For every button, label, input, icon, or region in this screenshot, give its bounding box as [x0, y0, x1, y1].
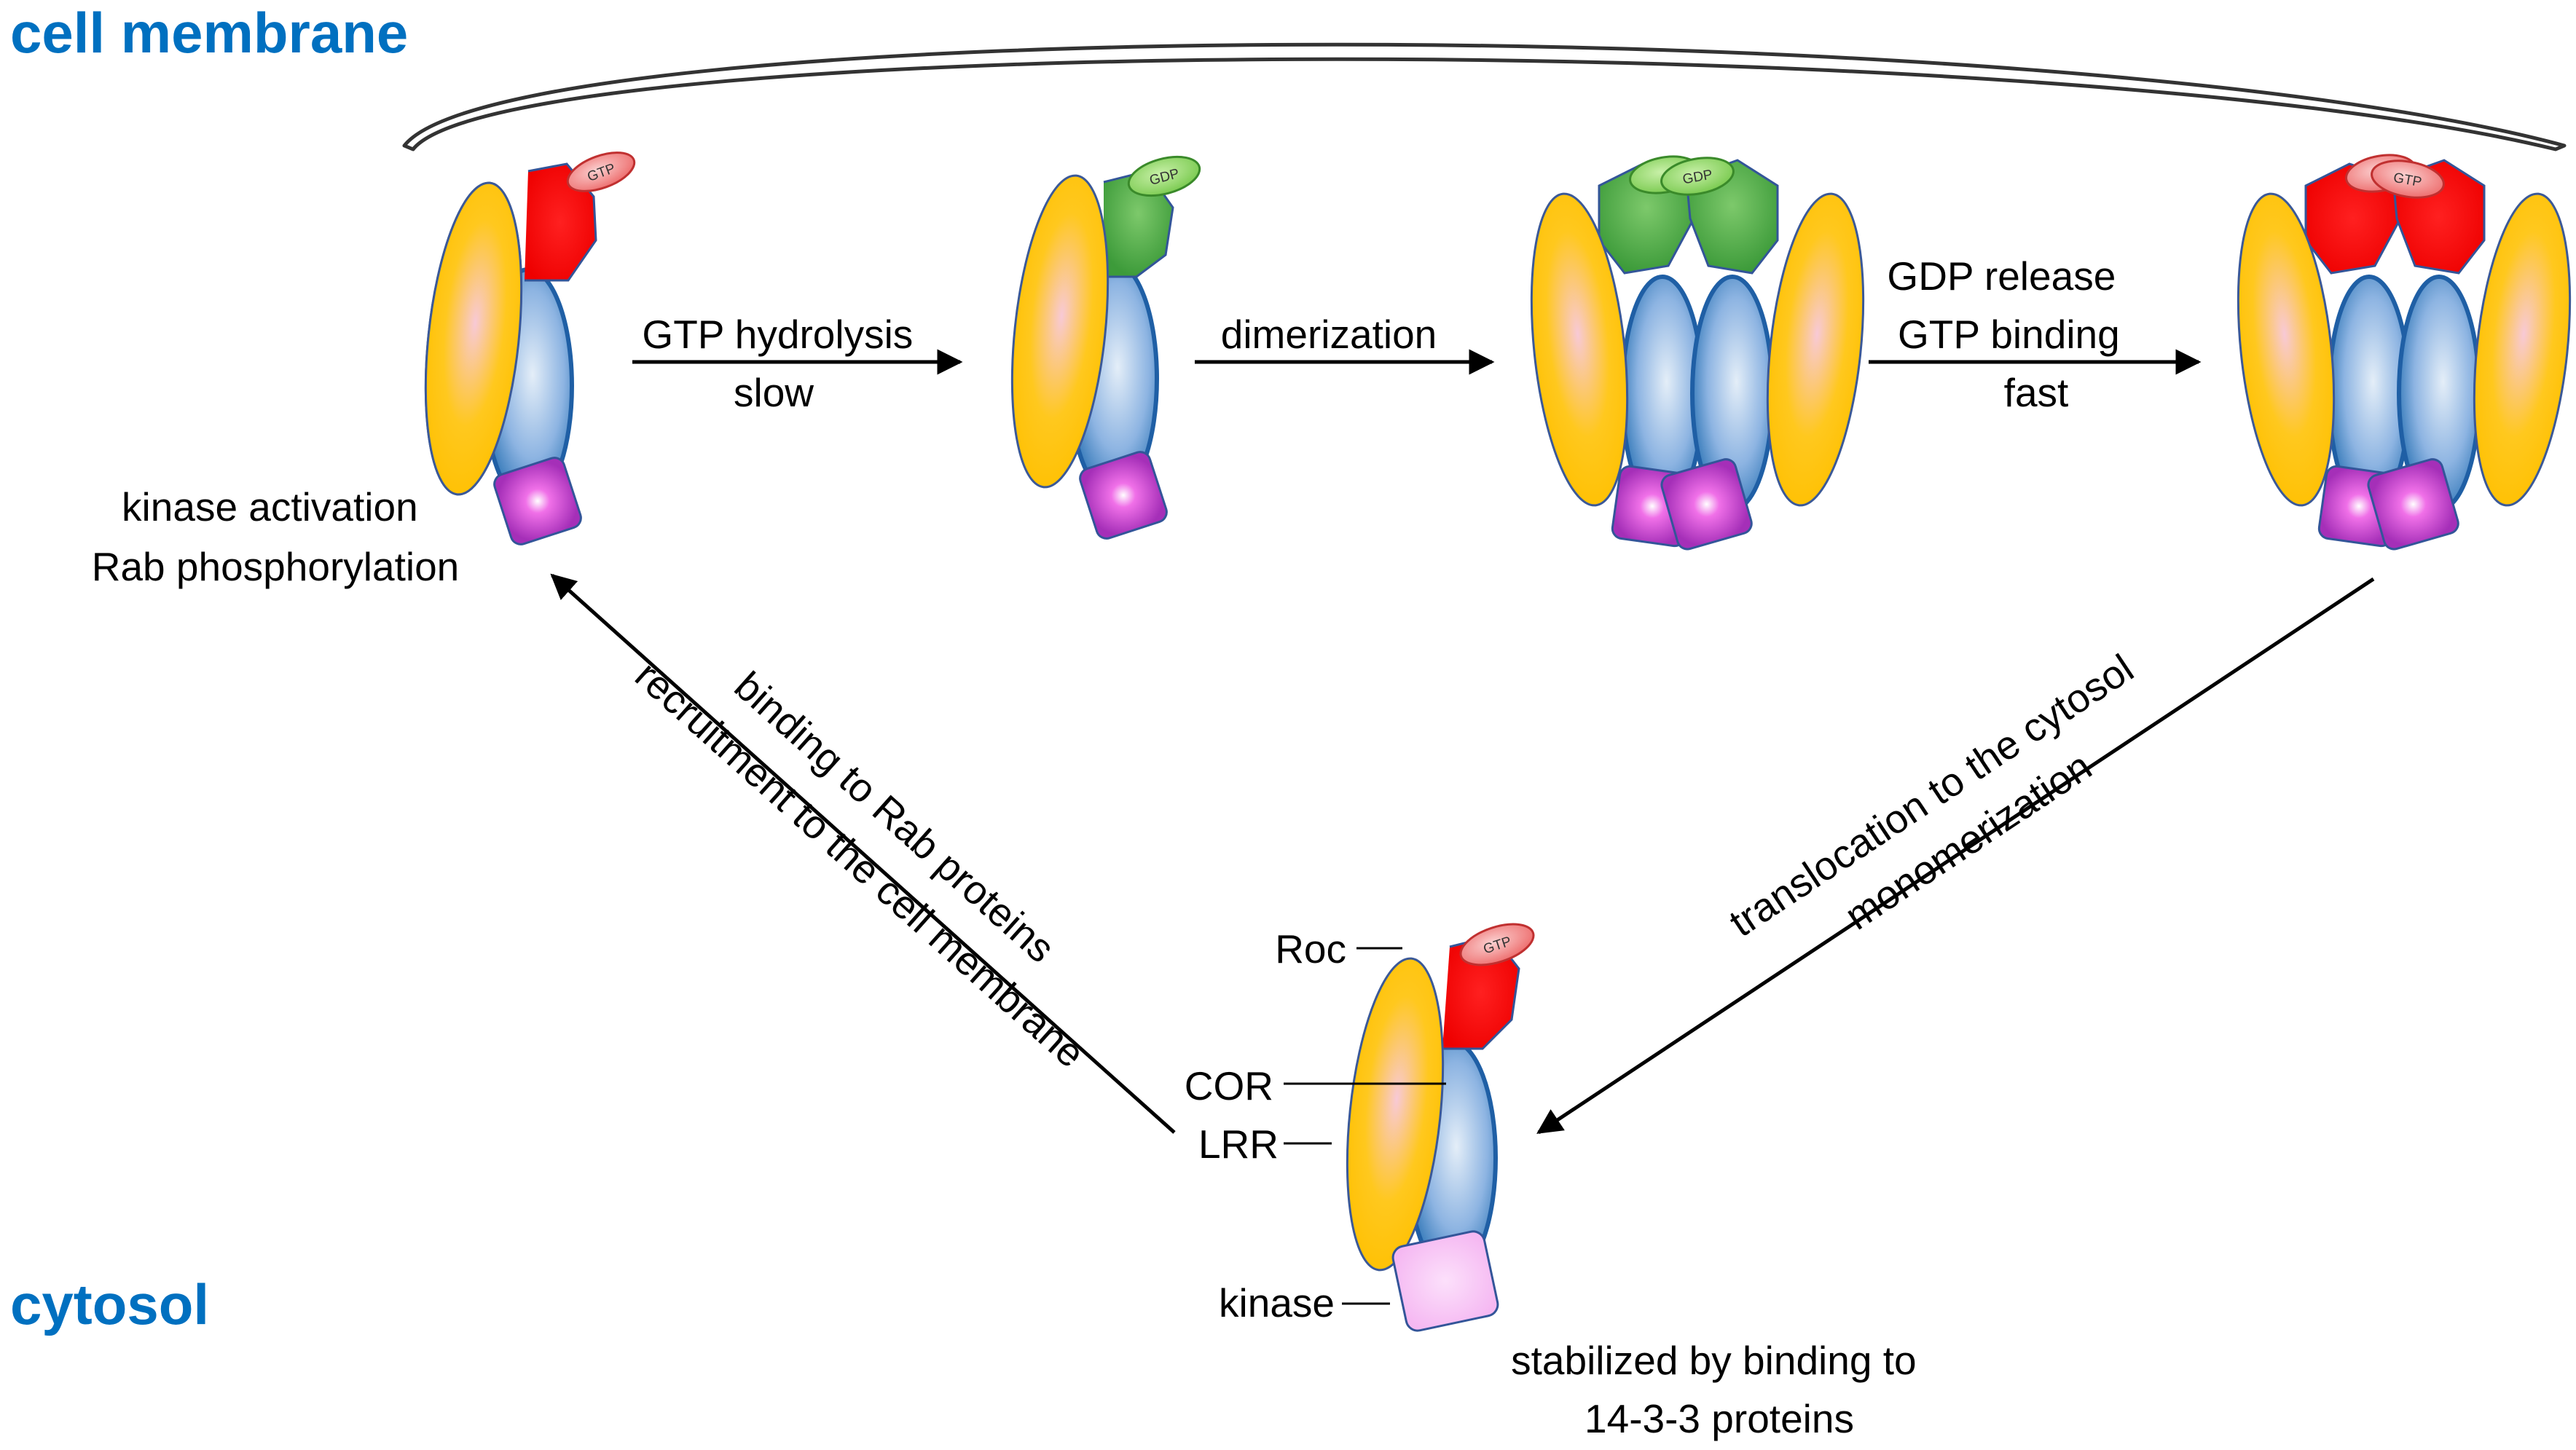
lrr-domain — [2237, 192, 2336, 507]
lrr-domain — [2473, 192, 2572, 507]
lrrk2-dimer-gtp: GTP — [2237, 154, 2572, 551]
translocation-label: translocation to the cytosol monomerizat… — [1721, 639, 2183, 994]
lrr-domain — [1530, 192, 1629, 507]
kinase-domain — [1391, 1230, 1499, 1332]
lrr-domain — [1766, 192, 1865, 507]
svg-text:translocation to the cytosol: translocation to the cytosol monomerizat… — [1721, 639, 2183, 994]
kinase-domain — [2367, 458, 2459, 551]
svg-text:binding to Rab proteins: binding to Rab proteins recruitment to t… — [627, 609, 1132, 1076]
activation-label: kinase activation Rab phosphorylation — [92, 484, 460, 589]
cytosol-label: cytosol — [10, 1272, 209, 1336]
cell-membrane — [402, 42, 2567, 151]
translocation-arrow — [1536, 577, 2375, 1135]
lrr-label: LRR — [1198, 1122, 1279, 1167]
gdp-bubble: GDP — [1127, 155, 1201, 197]
lrrk2-monomer-cytosol: GTP — [1346, 923, 1535, 1332]
gtp-bubble: GTP — [566, 151, 636, 192]
hydrolysis-label: GTP hydrolysis slow — [642, 312, 924, 415]
lrrk2-monomer-gtp: GTP — [424, 151, 636, 545]
stabilization-label: stabilized by binding to 14-3-3 proteins — [1511, 1338, 1928, 1441]
lrr-domain — [1010, 174, 1110, 489]
kinase-domain — [1079, 451, 1168, 540]
cor-label: COR — [1185, 1063, 1273, 1108]
roc-domain — [525, 162, 597, 282]
gdp-bubble: GDP — [1660, 157, 1735, 196]
roc-label: Roc — [1275, 926, 1346, 972]
lrr-domain — [424, 181, 523, 496]
gtp-bubble: GTP — [2371, 159, 2445, 199]
lrrk2-monomer-gdp: GDP — [1010, 155, 1201, 540]
lrrk2-dimer-gdp: GDP — [1530, 155, 1865, 551]
cell-membrane-label: cell membrane — [10, 1, 408, 65]
recruitment-label: binding to Rab proteins recruitment to t… — [627, 609, 1132, 1076]
kinase-domain — [493, 457, 582, 545]
lrr-domain — [1346, 957, 1445, 1272]
exchange-label: GDP release GTP binding fast — [1887, 253, 2131, 415]
kinase-label: kinase — [1219, 1280, 1335, 1325]
dimerization-label: dimerization — [1221, 312, 1437, 357]
kinase-domain — [1660, 458, 1753, 551]
recruitment-arrow — [550, 573, 1176, 1134]
gtp-bubble: GTP — [1459, 923, 1535, 966]
